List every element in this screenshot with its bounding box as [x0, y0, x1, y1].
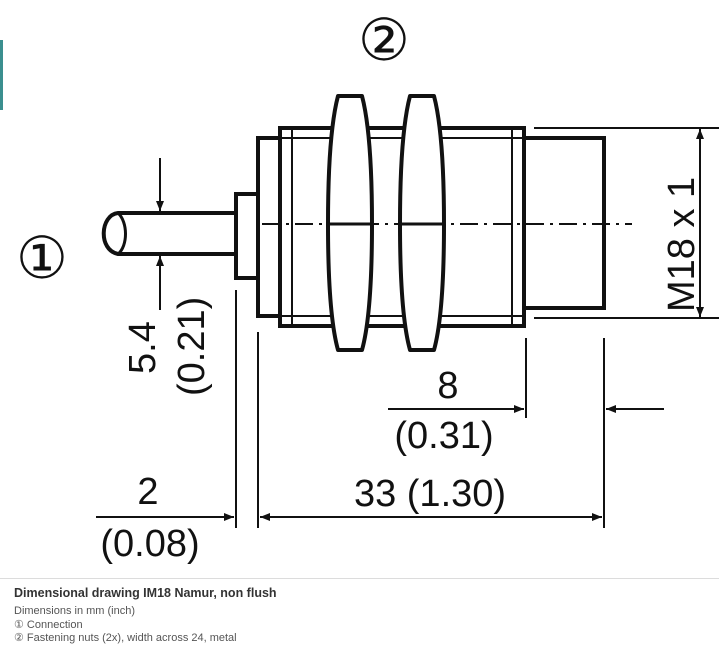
- extension-lines: [235, 290, 605, 528]
- callout-connection: ①: [16, 224, 68, 292]
- caption-note-connection: ① Connection: [14, 619, 83, 631]
- housing-length-mm: 33 (1.30): [354, 473, 506, 515]
- sensing-face-mm: 8: [437, 365, 458, 407]
- dimensional-drawing: M18 x 1 5.4 (0.21) 8 (0.31) 2 (0.08) 33 …: [16, 6, 719, 565]
- caption-title: Dimensional drawing IM18 Namur, non flus…: [14, 586, 277, 600]
- window-edge-accent: [0, 40, 3, 110]
- sensing-face-inch: (0.31): [394, 415, 493, 457]
- caption-note-nuts: ② Fastening nuts (2x), width across 24, …: [14, 632, 237, 644]
- thread-start-mm: 2: [137, 471, 158, 513]
- thread-start-inch: (0.08): [100, 523, 199, 565]
- caption-units: Dimensions in mm (inch): [14, 605, 136, 617]
- cable-gland: [234, 192, 260, 280]
- cable-diameter-inch: (0.21): [171, 297, 213, 396]
- thread-dimension: [534, 127, 719, 319]
- cable-diameter-mm: 5.4: [122, 321, 164, 374]
- thread-label: M18 x 1: [661, 177, 703, 312]
- callout-nuts: ②: [358, 6, 410, 74]
- cable: [101, 211, 236, 256]
- figure-caption: Dimensional drawing IM18 Namur, non flus…: [0, 578, 719, 649]
